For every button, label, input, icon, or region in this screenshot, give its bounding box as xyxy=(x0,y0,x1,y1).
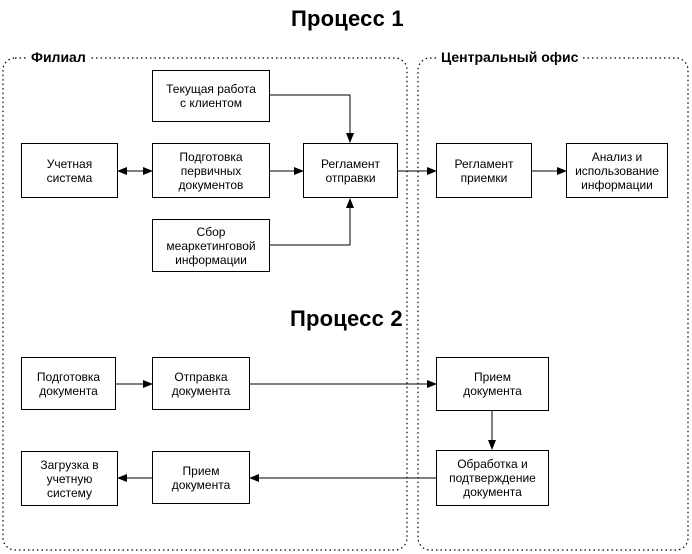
arrow-current-work-to-sending xyxy=(270,94,354,143)
process-2-title: Процесс 2 xyxy=(290,306,403,331)
load-to-system-box: Загрузка в учетную систему xyxy=(21,451,118,506)
process-confirm-box: Обработка и подтверждение документа xyxy=(436,450,549,506)
central-zone-label: Центральный офис xyxy=(438,49,582,65)
current-work-box: Текущая работа с клиентом xyxy=(152,70,270,122)
send-document-box: Отправка документа xyxy=(152,357,250,410)
receive-document-branch-box: Прием документа xyxy=(152,451,250,504)
branch-zone-label: Филиал xyxy=(28,49,89,65)
arrow-marketing-to-sending xyxy=(270,198,354,246)
analysis-box: Анализ и использование информации xyxy=(566,143,668,198)
marketing-info-box: Сбор меаркетинговой информации xyxy=(152,219,270,272)
process-1-title: Процесс 1 xyxy=(291,6,404,31)
sending-rules-box: Регламент отправки xyxy=(303,143,398,198)
receive-document-central-box: Прием документа xyxy=(436,357,549,411)
prepare-document-box: Подготовка документа xyxy=(21,357,116,410)
prepare-primary-docs-box: Подготовка первичных документов xyxy=(152,143,270,198)
accounting-system-box: Учетная система xyxy=(21,143,118,198)
receiving-rules-box: Регламент приемки xyxy=(436,143,532,198)
branch-zone xyxy=(2,57,408,551)
